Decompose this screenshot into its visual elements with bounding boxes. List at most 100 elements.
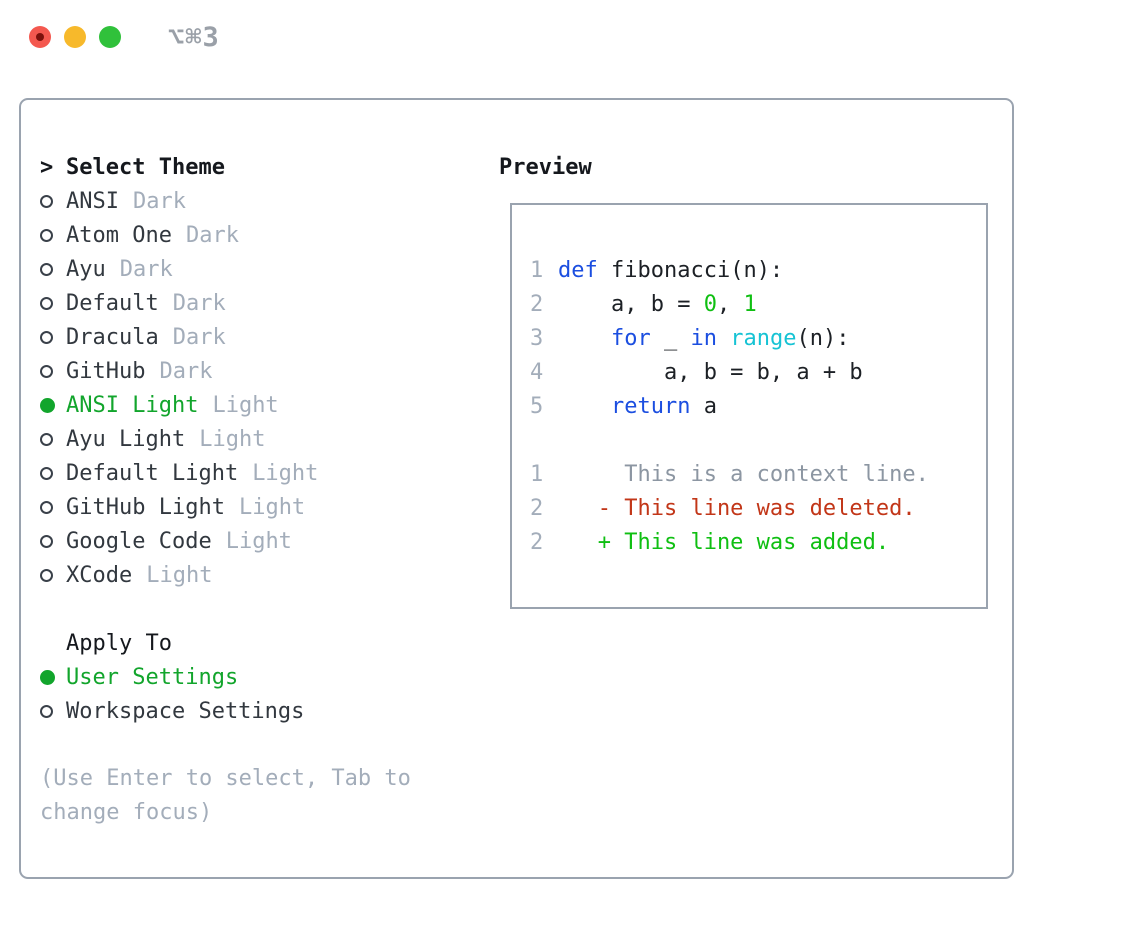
theme-option[interactable]: ANSI Light Light bbox=[40, 388, 480, 422]
code-segment: a bbox=[690, 393, 717, 419]
theme-option[interactable]: XCode Light bbox=[40, 558, 480, 592]
code-line-text: + This line was added. bbox=[558, 530, 889, 555]
theme-option[interactable]: Default Light Light bbox=[40, 456, 480, 490]
theme-option-tag: Light bbox=[252, 460, 319, 486]
apply-to-section: Apply To User Settings Workspace Setting… bbox=[40, 626, 480, 728]
theme-option[interactable]: Atom One Dark bbox=[40, 218, 480, 252]
theme-option[interactable]: GitHub Dark bbox=[40, 354, 480, 388]
apply-to-header: Apply To bbox=[40, 626, 480, 660]
preview-code-box: 1 def fibonacci(n): 2 a, b = 0, 1 3 for … bbox=[510, 203, 988, 609]
code-line bbox=[512, 423, 986, 457]
code-segment: 0 bbox=[703, 291, 717, 317]
line-number: 2 bbox=[530, 291, 544, 317]
theme-option-label: Default Light bbox=[66, 460, 239, 486]
line-number: 2 bbox=[530, 529, 544, 555]
theme-option-label: XCode bbox=[66, 562, 133, 588]
theme-option-label: Default bbox=[66, 290, 159, 316]
theme-option-label: GitHub bbox=[66, 358, 146, 384]
radio-icon bbox=[40, 194, 53, 208]
theme-option-label: GitHub Light bbox=[66, 494, 225, 520]
theme-list-column: > Select Theme ANSI Dark Atom One Dark A… bbox=[40, 150, 480, 830]
close-button-icon[interactable] bbox=[29, 26, 51, 48]
code-line-text: - This line was deleted. bbox=[558, 496, 916, 521]
theme-list-header-label: Select Theme bbox=[66, 154, 225, 180]
code-line: 3 for _ in range(n): bbox=[512, 321, 986, 355]
code-segment: + This line was added. bbox=[558, 529, 890, 555]
hint-line-2: change focus) bbox=[40, 800, 213, 825]
theme-option[interactable]: Default Dark bbox=[40, 286, 480, 320]
code-segment: return bbox=[610, 393, 691, 419]
code-segment: - This line was deleted. bbox=[558, 495, 916, 521]
line-number: 2 bbox=[530, 495, 544, 521]
code-line-text: return a bbox=[558, 394, 717, 419]
radio-icon bbox=[40, 432, 53, 446]
apply-to-header-label: Apply To bbox=[66, 630, 172, 656]
theme-option-label: ANSI bbox=[66, 188, 119, 214]
code-segment: a, b = bbox=[558, 291, 704, 317]
code-line-text: This is a context line. bbox=[558, 462, 929, 487]
line-number: 4 bbox=[530, 359, 544, 385]
window-title: ⌥⌘3 bbox=[168, 22, 220, 53]
code-line: 1 This is a context line. bbox=[512, 457, 986, 491]
code-line: 2 - This line was deleted. bbox=[512, 491, 986, 525]
theme-option-tag: Dark bbox=[172, 324, 226, 350]
code-line: 2 a, b = 0, 1 bbox=[512, 287, 986, 321]
apply-to-option-list: User Settings Workspace Settings bbox=[40, 660, 480, 728]
code-line: 5 return a bbox=[512, 389, 986, 423]
code-line-text: for _ in range(n): bbox=[558, 326, 849, 351]
code-segment: 1 bbox=[743, 291, 757, 317]
hint-line-1: (Use Enter to select, Tab to bbox=[40, 766, 411, 791]
keyboard-hint: (Use Enter to select, Tab to change focu… bbox=[40, 762, 480, 830]
theme-option[interactable]: ANSI Dark bbox=[40, 184, 480, 218]
theme-option-label: User Settings bbox=[66, 664, 239, 690]
theme-option-label: Ayu bbox=[66, 256, 106, 282]
radio-icon bbox=[40, 330, 53, 344]
radio-icon bbox=[40, 568, 53, 582]
code-segment bbox=[717, 326, 730, 351]
code-segment: _ bbox=[650, 325, 691, 351]
theme-option[interactable]: GitHub Light Light bbox=[40, 490, 480, 524]
code-segment: fibonacci(n): bbox=[597, 257, 784, 283]
apply-to-option[interactable]: User Settings bbox=[40, 660, 480, 694]
preview-header-label: Preview bbox=[499, 154, 592, 180]
zoom-button-icon[interactable] bbox=[99, 26, 121, 48]
theme-option[interactable]: Ayu Light Light bbox=[40, 422, 480, 456]
line-number: 1 bbox=[530, 257, 544, 283]
minimize-button-icon[interactable] bbox=[64, 26, 86, 48]
theme-option-tag: Light bbox=[225, 528, 292, 554]
code-line: 4 a, b = b, a + b bbox=[512, 355, 986, 389]
code-segment bbox=[558, 326, 611, 351]
theme-option[interactable]: Ayu Dark bbox=[40, 252, 480, 286]
theme-option-list: ANSI Dark Atom One Dark Ayu Dark Default… bbox=[40, 184, 480, 592]
radio-icon bbox=[40, 669, 55, 685]
code-line-text: a, b = 0, 1 bbox=[558, 292, 757, 317]
theme-option[interactable]: Google Code Light bbox=[40, 524, 480, 558]
code-segment: , bbox=[716, 291, 744, 317]
theme-option-tag: Light bbox=[238, 494, 306, 520]
radio-icon bbox=[40, 704, 53, 718]
theme-option-label: Ayu Light bbox=[66, 426, 186, 452]
code-line: 1 def fibonacci(n): bbox=[512, 253, 986, 287]
radio-icon bbox=[40, 228, 53, 242]
theme-list-header: > Select Theme bbox=[40, 150, 480, 184]
theme-option-label: Google Code bbox=[66, 528, 212, 554]
line-number: 1 bbox=[530, 461, 544, 487]
cursor-prompt-icon: > bbox=[40, 154, 54, 180]
code-line: 2 + This line was added. bbox=[512, 525, 986, 559]
theme-option-label: Atom One bbox=[66, 222, 172, 248]
theme-option-tag: Light bbox=[146, 562, 213, 588]
radio-icon bbox=[40, 534, 53, 548]
code-segment: for bbox=[610, 325, 651, 351]
theme-option-label: Workspace Settings bbox=[66, 698, 305, 724]
line-number: 5 bbox=[530, 393, 544, 419]
window-titlebar: ⌥⌘3 bbox=[0, 0, 1140, 74]
theme-option-label: ANSI Light bbox=[66, 392, 199, 418]
code-segment: This is a context line. bbox=[558, 461, 929, 487]
theme-option-tag: Light bbox=[212, 392, 279, 418]
code-line-text: def fibonacci(n): bbox=[558, 258, 783, 283]
theme-option-tag: Dark bbox=[159, 358, 213, 384]
code-segment: a, b = b, a + b bbox=[558, 359, 863, 385]
code-segment: (n): bbox=[796, 325, 850, 351]
theme-option[interactable]: Dracula Dark bbox=[40, 320, 480, 354]
apply-to-option[interactable]: Workspace Settings bbox=[40, 694, 480, 728]
